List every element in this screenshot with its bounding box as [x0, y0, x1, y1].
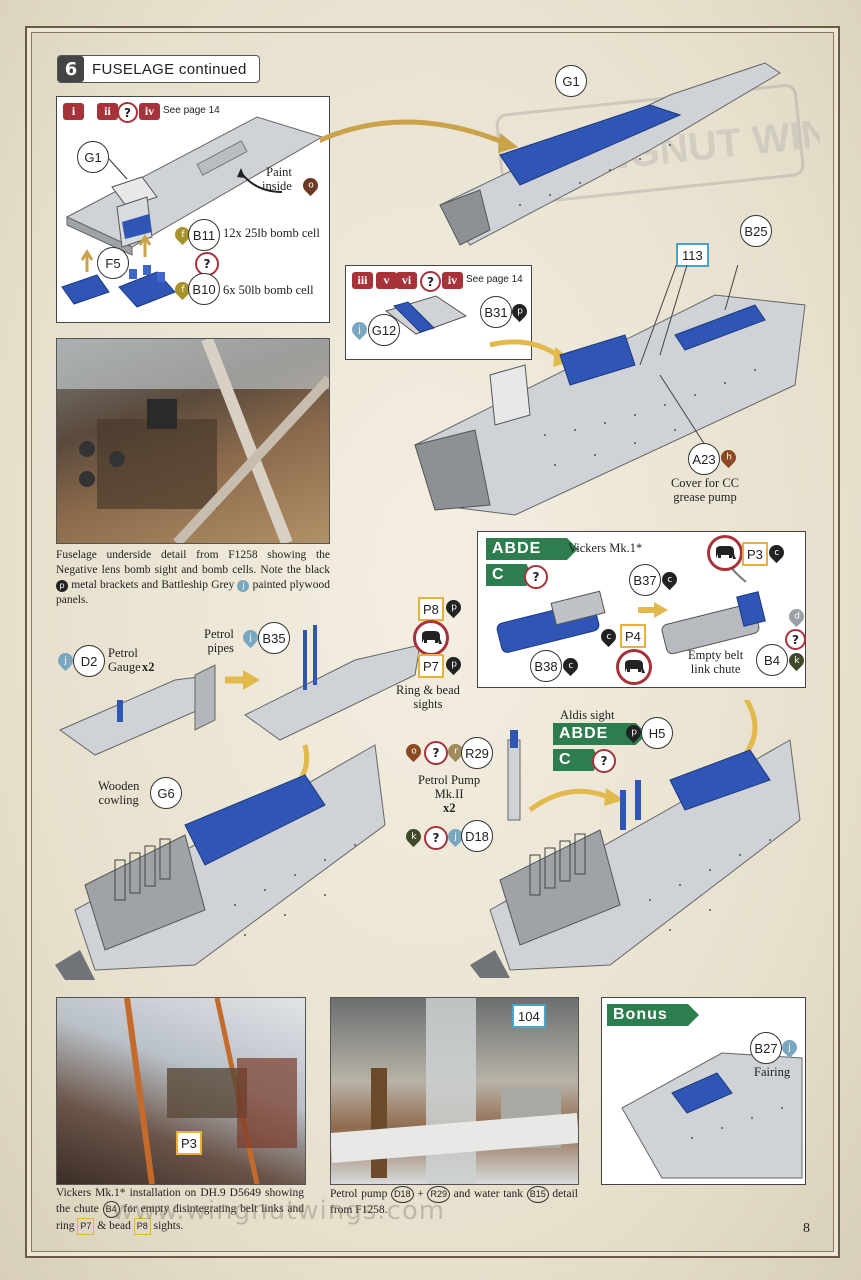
- fuselage-middle-drawing: [414, 265, 806, 516]
- elephant-icon-3: [413, 620, 449, 656]
- bonus-tag: Bonus: [607, 1004, 699, 1026]
- callout-b10: B10: [188, 273, 220, 305]
- vickers-unknown-marker: ?: [524, 565, 548, 589]
- part-box-p8: P8: [418, 597, 444, 621]
- bomb-cell-drawing: [61, 116, 324, 308]
- callout-a23: A23: [688, 443, 720, 475]
- b11-description: 12x 25lb bomb cell: [223, 226, 320, 240]
- pump-unknown-marker-2: ?: [424, 826, 448, 850]
- part-box-p3: P3: [742, 542, 768, 566]
- petrol-gauge-qty: x2: [142, 660, 155, 674]
- callout-d18: D18: [461, 820, 493, 852]
- callout-b35: B35: [258, 622, 290, 654]
- b10-description: 6x 50lb bomb cell: [223, 283, 314, 297]
- bomb-cell-panel: i ii ? iv See page 14 G1 Paint inside o …: [56, 96, 330, 323]
- see-page-note: See page 14: [163, 105, 220, 116]
- elephant-icon-2: [616, 649, 652, 685]
- watermark-url: www.wingnutwings.com: [112, 1196, 446, 1226]
- badge-v: v: [376, 272, 397, 289]
- engine-right-drawing: [470, 700, 801, 978]
- badge-iii: iii: [352, 272, 373, 289]
- petrol-pump-label: Petrol Pump Mk.II: [418, 773, 481, 801]
- aldis-sight-label: Aldis sight: [560, 708, 615, 722]
- callout-f5: F5: [97, 247, 129, 279]
- g12-drawing: [384, 295, 468, 335]
- pump-version-tag-abde: ABDE: [553, 723, 647, 745]
- vickers-photo-art: [124, 998, 297, 1184]
- paint-inside-label: Paint inside: [262, 165, 292, 193]
- b4-description: Empty belt link chute: [688, 648, 744, 676]
- badge-iv-2: iv: [442, 272, 463, 289]
- vickers-photo-caption: Vickers Mk.1* installation on DH.9 D5649…: [56, 1186, 304, 1235]
- fairing-label: Fairing: [754, 1065, 791, 1079]
- cowling-drawing: [58, 625, 421, 780]
- part-box-113: 113: [676, 243, 709, 267]
- petrol-gauge-label: Petrol Gauge: [108, 646, 141, 674]
- pump-unknown-marker: ?: [424, 741, 448, 765]
- badge-ii: ii: [97, 103, 118, 120]
- callout-b31: B31: [480, 296, 512, 328]
- callout-g1-top: G1: [555, 65, 587, 97]
- underside-photo-art: [57, 339, 329, 543]
- callout-r29: R29: [461, 737, 493, 769]
- elephant-icon: [707, 535, 743, 571]
- callout-g1: G1: [77, 141, 109, 173]
- badge-unknown-step-2: ?: [420, 271, 441, 292]
- vickers-title: Vickers Mk.1*: [568, 541, 643, 555]
- petrol-pump-photo: [330, 997, 579, 1185]
- petrol-pump-qty: x2: [443, 801, 456, 815]
- vickers-panel: ABDE Vickers Mk.1* C ? B37 c P3 c d ? k …: [477, 531, 808, 688]
- callout-b25: B25: [740, 215, 772, 247]
- vickers-install-photo: [56, 997, 306, 1185]
- callout-b4: B4: [756, 644, 788, 676]
- callout-b37: B37: [629, 564, 661, 596]
- page-number: 8: [803, 1221, 810, 1236]
- callout-g12: G12: [368, 314, 400, 346]
- fuselage-top-drawing: WINGNUT WINGS: [320, 62, 820, 246]
- badge-unknown-step: ?: [117, 102, 138, 123]
- callout-b11: B11: [188, 219, 220, 251]
- pump-version-tag-c: C: [553, 749, 599, 771]
- step-title: FUSELAGE continued: [92, 60, 247, 78]
- part-box-p4: P4: [620, 624, 646, 648]
- version-tag-c: C: [486, 564, 532, 586]
- see-page-note-2: See page 14: [466, 274, 523, 285]
- badge-i: i: [63, 103, 84, 120]
- callout-b38: B38: [530, 650, 562, 682]
- a23-description: Cover for CC grease pump: [670, 476, 740, 504]
- page-border: [25, 26, 840, 1258]
- underside-photo-caption: Fuselage underside detail from F1258 sho…: [56, 549, 330, 606]
- part-box-104: 104: [512, 1004, 546, 1028]
- wooden-cowling-label: Wooden cowling: [98, 779, 140, 807]
- badge-iv: iv: [139, 103, 160, 120]
- photo-part-box-p3: P3: [176, 1131, 202, 1155]
- bonus-drawing: [621, 1052, 803, 1179]
- bonus-panel: Bonus B27 j Fairing: [601, 997, 806, 1185]
- b4-unknown-marker: ?: [785, 629, 806, 650]
- underside-photo: [56, 338, 330, 544]
- badge-vi: vi: [396, 272, 417, 289]
- aldis-unknown-marker: ?: [592, 749, 616, 773]
- step-header: 6 FUSELAGE continued: [57, 55, 260, 83]
- callout-h5: H5: [641, 717, 673, 749]
- callout-b27: B27: [750, 1032, 782, 1064]
- petrol-pump-photo-caption: Petrol pump D18 + R29 and water tank B15…: [330, 1186, 578, 1216]
- ring-bead-label: Ring & bead sights: [396, 683, 460, 711]
- version-tag-abde: ABDE: [486, 538, 578, 560]
- callout-d2: D2: [73, 645, 105, 677]
- step-number: 6: [58, 56, 84, 82]
- callout-g6: G6: [150, 777, 182, 809]
- vickers-drawing: [496, 563, 766, 655]
- part-box-p7: P7: [418, 654, 444, 678]
- engine-left-drawing: [55, 744, 386, 980]
- petrol-pump-photo-art: [331, 998, 578, 1184]
- petrol-pipes-label: Petrol pipes: [204, 627, 234, 655]
